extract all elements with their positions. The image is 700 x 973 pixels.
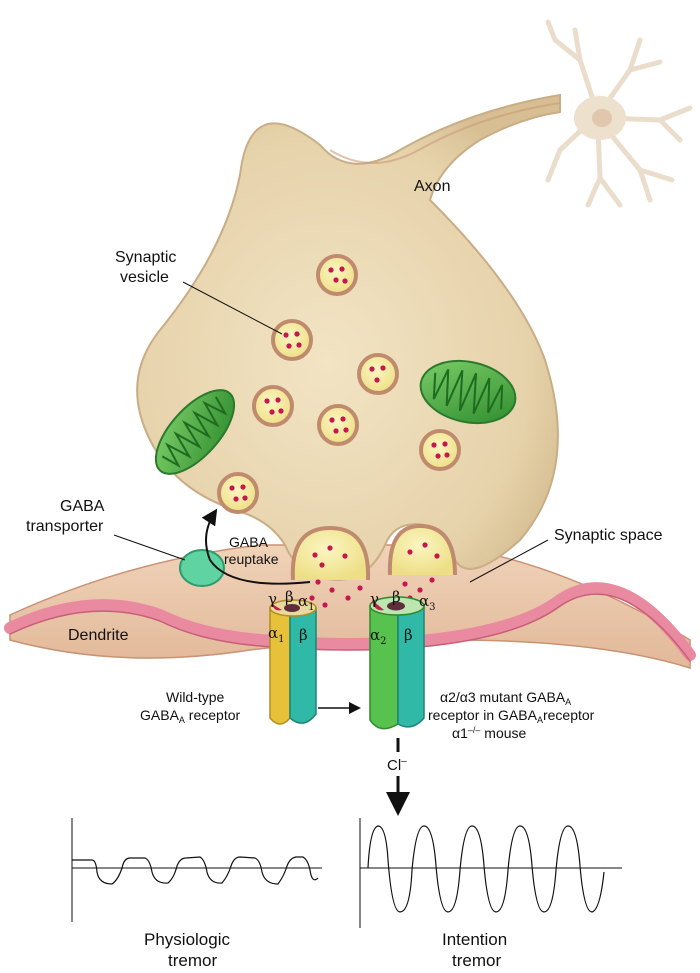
- label-synaptic-vesicle-line2: vesicle: [120, 269, 169, 286]
- label-mutant-line2: receptor in GABAAreceptor: [428, 707, 595, 725]
- mitochondrion-right: [419, 360, 517, 424]
- mutant-receptor: [369, 596, 425, 730]
- label-physiologic-line2: tremor: [168, 951, 217, 970]
- label-synaptic-vesicle-line1: Synaptic: [115, 249, 176, 266]
- label-chloride: Cl–: [387, 756, 407, 774]
- mut-beta-side-label: β: [404, 626, 413, 644]
- neuron-cell-icon: [545, 19, 693, 208]
- wt-gamma-label: γ: [268, 590, 277, 608]
- mut-gamma-label: γ: [370, 590, 379, 608]
- intention-tremor-trace: [359, 818, 622, 928]
- reuptake-arrow-icon: [201, 508, 311, 585]
- physiologic-tremor-trace: [71, 818, 322, 922]
- fusing-vesicles: [290, 523, 457, 581]
- wt-alpha-side-label: α1: [268, 624, 285, 645]
- label-gaba-transporter-line1: GABA: [60, 498, 105, 515]
- label-wild-type-line1: Wild-type: [166, 689, 225, 705]
- label-axon: Axon: [414, 178, 450, 195]
- mut-alpha-side-label: α2: [370, 626, 387, 647]
- label-wild-type-line2: GABAA receptor: [140, 707, 241, 725]
- label-mutant-line1: α2/α3 mutant GABAA: [440, 689, 571, 707]
- wt-alpha-top-label: α1: [298, 592, 315, 613]
- synaptic-vesicles: [217, 254, 461, 514]
- mut-alpha-top-label: α3: [419, 592, 436, 613]
- label-gaba-reuptake-line1: GABA: [229, 534, 269, 550]
- wt-beta-top-label: β: [285, 588, 294, 606]
- leader-lines: [113, 281, 549, 583]
- mut-beta-top-label: β: [392, 588, 401, 606]
- wt-beta-side-label: β: [299, 626, 308, 644]
- mitochondrion-left: [154, 389, 236, 475]
- label-intention-line1: Intention: [442, 930, 507, 949]
- label-gaba-reuptake-line2: reuptake: [224, 551, 279, 567]
- label-synaptic-space: Synaptic space: [554, 527, 663, 544]
- label-mutant-line3: α1–/– mouse: [452, 725, 527, 741]
- label-gaba-transporter-line2: transporter: [26, 518, 104, 535]
- gaba-transporter: [179, 549, 225, 587]
- label-physiologic-line1: Physiologic: [144, 930, 230, 949]
- wild-type-receptor: [269, 599, 317, 725]
- presynaptic-terminal: [136, 93, 561, 582]
- gaba-molecules: [229, 266, 450, 608]
- label-dendrite: Dendrite: [68, 627, 129, 644]
- label-intention-line2: tremor: [452, 951, 501, 970]
- dendrite: [4, 544, 696, 670]
